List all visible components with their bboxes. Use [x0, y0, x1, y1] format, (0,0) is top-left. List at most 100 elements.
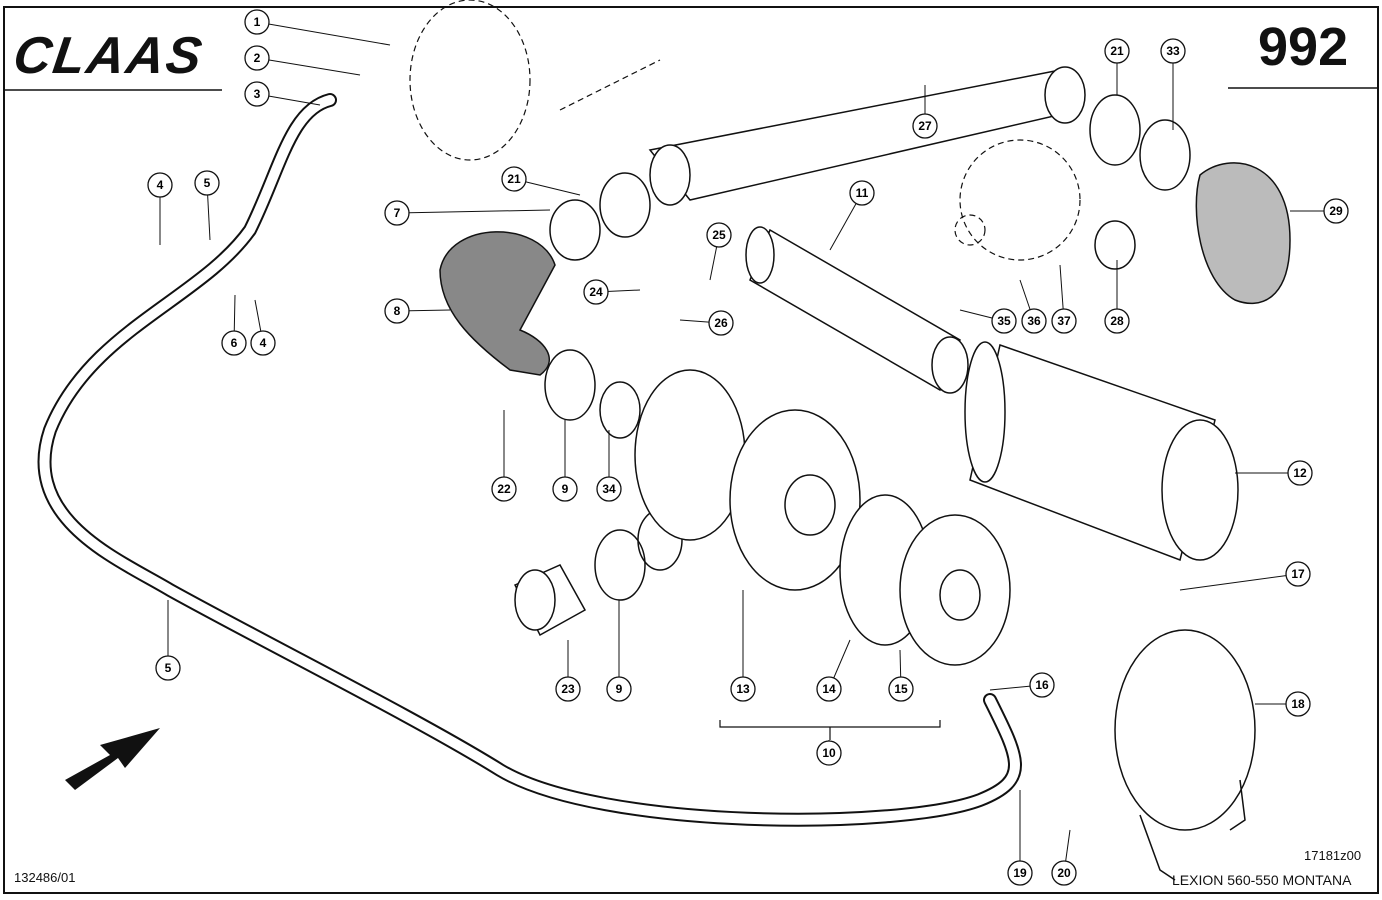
callout-label: 23 [561, 682, 575, 696]
callout-circle [1104, 38, 1130, 64]
document-id: 132486/01 [14, 870, 76, 885]
callout-label: 2 [254, 51, 261, 65]
callout-circle [244, 81, 270, 107]
clamps [544, 94, 1191, 601]
callout-circle [244, 45, 270, 71]
callout-18: 18 [1255, 691, 1311, 717]
callout-label: 4 [260, 336, 267, 350]
callout-21: 21 [501, 166, 581, 196]
callout-circle [1160, 38, 1186, 64]
callout-label: 5 [204, 176, 211, 190]
callout-24: 24 [583, 279, 641, 305]
callout-29: 29 [1290, 198, 1349, 224]
callout-label: 4 [157, 178, 164, 192]
filter-housing [634, 369, 861, 591]
callout-label: 24 [589, 285, 603, 299]
callout-circle [1104, 308, 1130, 334]
callout-label: 12 [1293, 466, 1307, 480]
callout-label: 17 [1291, 567, 1305, 581]
callout-label: 3 [254, 87, 261, 101]
leader-line [1179, 573, 1299, 591]
model-name: LEXION 560-550 MONTANA [1172, 872, 1352, 888]
leader-line [256, 21, 391, 46]
callout-label: 21 [507, 172, 521, 186]
callout-5: 5 [194, 170, 220, 241]
callout-label: 36 [1027, 314, 1041, 328]
callout-1: 1 [244, 9, 391, 46]
callout-34: 34 [596, 430, 622, 502]
callout-circle [1285, 691, 1311, 717]
callout-label: 15 [894, 682, 908, 696]
callout-label: 29 [1329, 204, 1343, 218]
callout-label: 5 [165, 661, 172, 675]
callout-circle [1029, 672, 1055, 698]
mounting-band [1114, 629, 1256, 881]
elbow-hose [439, 231, 556, 376]
callout-label: 14 [822, 682, 836, 696]
callout-circle [606, 676, 632, 702]
callout-14: 14 [816, 639, 851, 702]
callout-label: 9 [616, 682, 623, 696]
callout-21: 21 [1104, 38, 1130, 95]
brand-logo: CLAAS [9, 27, 208, 85]
callout-10: 10 [816, 740, 842, 766]
callout-26: 26 [679, 310, 734, 336]
intake-duct [1195, 162, 1291, 305]
callout-11: 11 [829, 180, 875, 251]
callout-label: 6 [231, 336, 238, 350]
dashed-housing [409, 0, 1081, 261]
callout-5: 5 [155, 600, 181, 681]
callout-37: 37 [1051, 264, 1077, 334]
callout-label: 10 [822, 746, 836, 760]
callout-label: 9 [562, 482, 569, 496]
callout-4: 4 [147, 172, 173, 245]
callout-circle [1285, 561, 1311, 587]
callout-circle [912, 113, 938, 139]
callout-35: 35 [959, 308, 1017, 334]
callout-label: 26 [714, 316, 728, 330]
callout-17: 17 [1179, 561, 1311, 591]
callout-circle [816, 740, 842, 766]
callout-12: 12 [1235, 460, 1313, 486]
cartridge [964, 341, 1239, 562]
callout-circle [1051, 308, 1077, 334]
callout-circle [1007, 860, 1033, 886]
callout-label: 19 [1013, 866, 1027, 880]
callout-label: 20 [1057, 866, 1071, 880]
group-brace-10 [719, 720, 941, 740]
callout-36: 36 [1019, 279, 1047, 334]
callout-22: 22 [491, 410, 517, 502]
callout-label: 7 [394, 206, 401, 220]
callout-circle [991, 308, 1017, 334]
callout-28: 28 [1104, 260, 1130, 334]
callout-label: 27 [918, 119, 932, 133]
callout-25: 25 [706, 222, 732, 281]
callout-circle [849, 180, 875, 206]
callout-circle [596, 476, 622, 502]
callout-circle [552, 476, 578, 502]
callout-circle [1051, 860, 1077, 886]
callout-circle [816, 676, 842, 702]
callout-circle [194, 170, 220, 196]
callout-6: 6 [221, 294, 247, 356]
hose-pipe [37, 93, 1022, 827]
callout-circle [384, 298, 410, 324]
callout-circle [147, 172, 173, 198]
filter-cover [839, 494, 1011, 666]
callout-3: 3 [244, 81, 321, 107]
leader-line [396, 209, 551, 214]
leader-line [256, 57, 361, 76]
intake-pipe [648, 66, 1086, 206]
callout-label: 1 [254, 15, 261, 29]
callout-15: 15 [888, 649, 914, 702]
callout-2: 2 [244, 45, 361, 76]
callout-label: 16 [1035, 678, 1049, 692]
callout-13: 13 [730, 590, 756, 702]
page-number: 992 [1258, 17, 1349, 77]
filter-element [745, 226, 969, 394]
callout-8: 8 [384, 298, 451, 324]
callout-circle [1021, 308, 1047, 334]
callout-circle [221, 330, 247, 356]
